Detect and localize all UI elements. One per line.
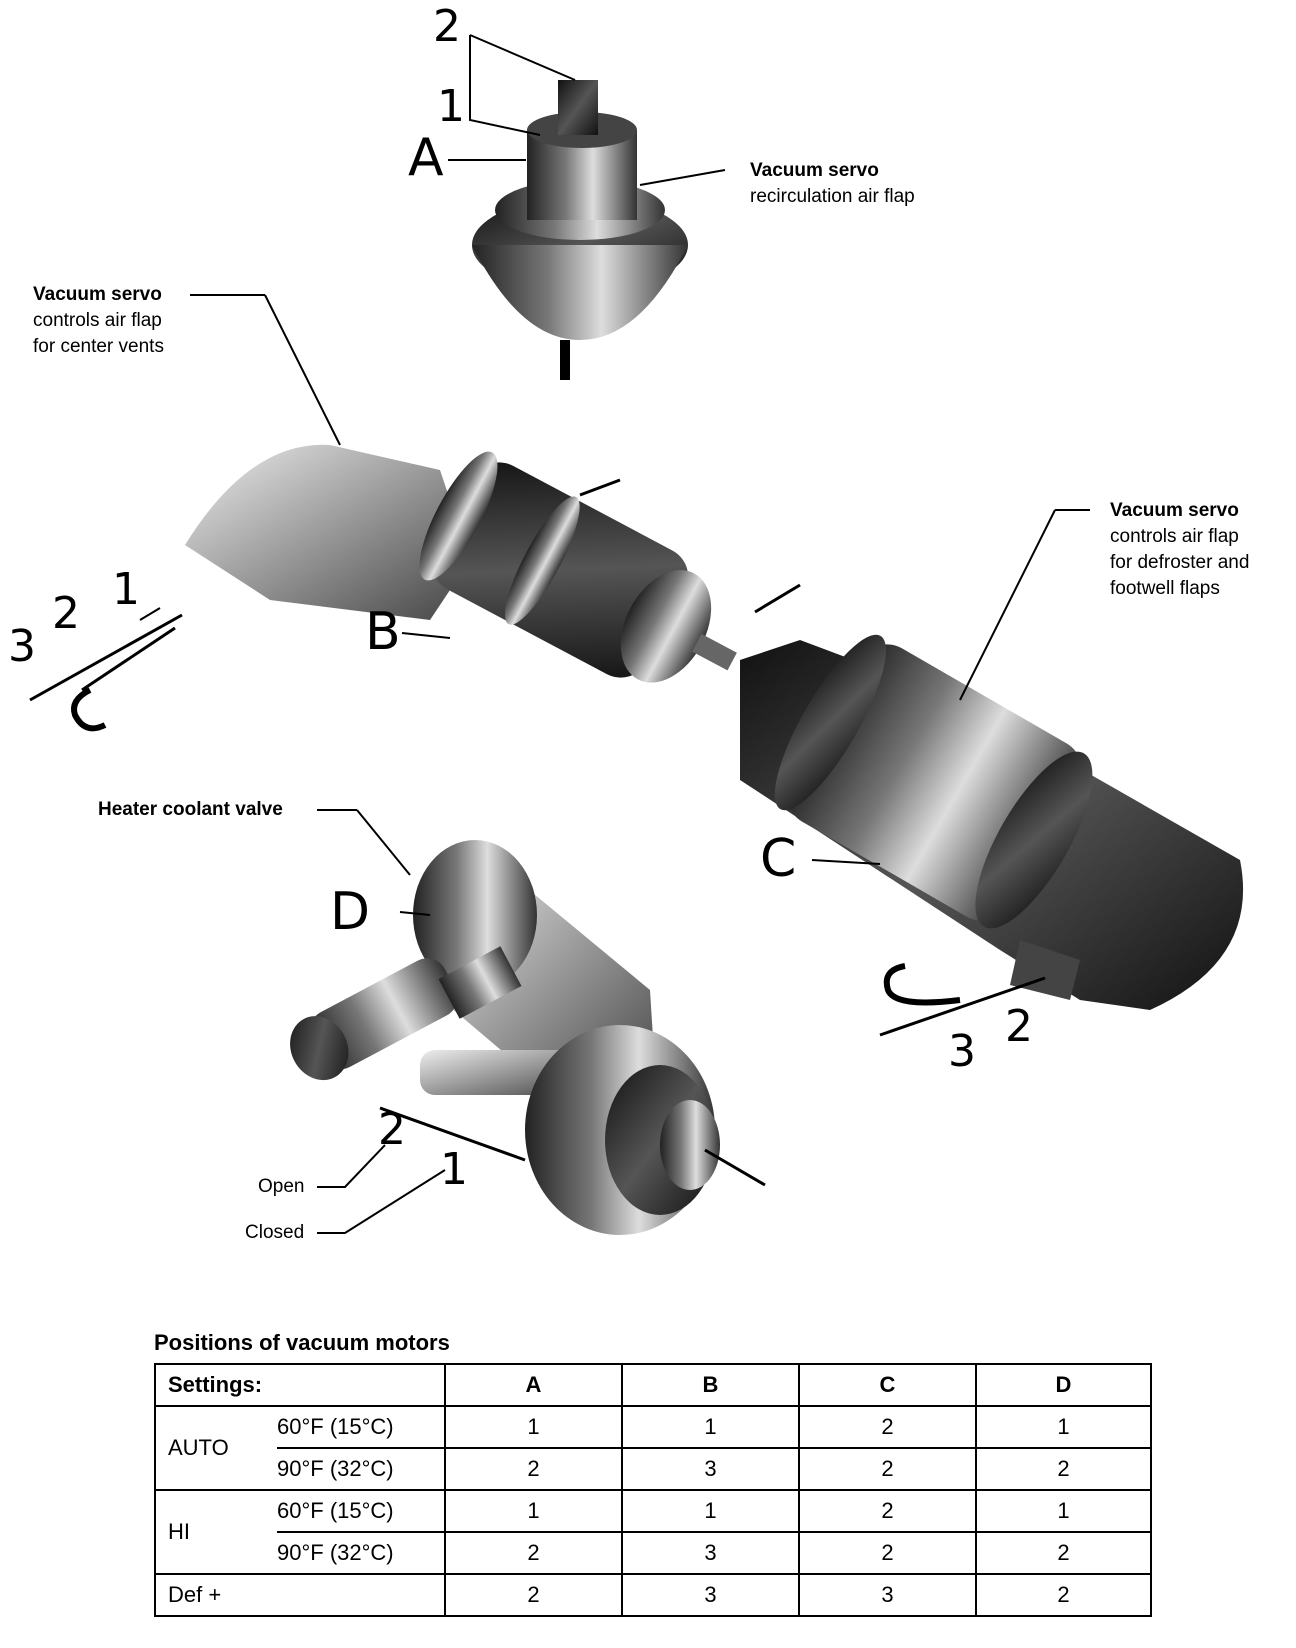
callout-c-2: 2 [1005, 1001, 1033, 1052]
callout-b-1: 1 [112, 564, 140, 615]
servo-b-label: Vacuum servo controls air flap for cente… [33, 282, 164, 360]
servo-c-desc1: controls air flap [1110, 526, 1239, 547]
header-settings: Settings: [154, 1363, 446, 1407]
vacuum-motor-positions-table: Settings: A B C D AUTO 60°F (15°C) 1 1 2… [154, 1363, 1152, 1617]
servo-a-title: Vacuum servo [750, 160, 879, 181]
cell-c: 2 [798, 1405, 977, 1449]
servo-c-desc3: footwell flaps [1110, 578, 1220, 599]
row-temp: 60°F (15°C) [277, 1489, 446, 1533]
row-group-def: Def + [154, 1573, 446, 1617]
header-d: D [975, 1363, 1152, 1407]
cell-d: 2 [975, 1531, 1152, 1575]
callout-d: D [330, 882, 371, 942]
callout-a: A [408, 128, 444, 188]
callout-c-3: 3 [948, 1026, 976, 1077]
callout-b: B [365, 602, 401, 662]
row-temp: 90°F (32°C) [277, 1447, 446, 1491]
servo-c-illustration [740, 509, 1244, 1037]
header-c: C [798, 1363, 977, 1407]
table-header-row: Settings: A B C D [154, 1363, 1152, 1407]
cell-c: 2 [798, 1447, 977, 1491]
cell-a: 2 [444, 1531, 623, 1575]
cell-d: 1 [975, 1405, 1152, 1449]
callout-d-2: 2 [378, 1104, 406, 1155]
cell-c: 2 [798, 1531, 977, 1575]
cell-a: 1 [444, 1405, 623, 1449]
callout-c: C [760, 829, 797, 889]
servo-a-desc: recirculation air flap [750, 186, 915, 207]
servo-c-title: Vacuum servo [1110, 500, 1239, 521]
cell-d: 2 [975, 1573, 1152, 1617]
table-row: 90°F (32°C) 2 3 2 2 [155, 1447, 1152, 1491]
cell-d: 2 [975, 1447, 1152, 1491]
cell-c: 2 [798, 1489, 977, 1533]
table-title: Positions of vacuum motors [154, 1330, 450, 1355]
servo-b-desc2: for center vents [33, 336, 164, 357]
closed-label: Closed [245, 1222, 305, 1243]
servo-c-desc2: for defroster and [1110, 552, 1250, 573]
servo-c-label: Vacuum servo controls air flap for defro… [1110, 498, 1249, 602]
row-temp: 90°F (32°C) [277, 1531, 446, 1575]
callout-a-2: 2 [433, 1, 461, 52]
callout-b-3: 3 [8, 621, 36, 672]
cell-b: 3 [621, 1447, 800, 1491]
callout-d-1: 1 [440, 1144, 468, 1195]
table-row: 90°F (32°C) 2 3 2 2 [155, 1531, 1152, 1575]
cell-a: 1 [444, 1489, 623, 1533]
vacuum-servo-diagram [29, 34, 1244, 1235]
servo-b-title: Vacuum servo [33, 284, 162, 305]
heater-valve-label: Heater coolant valve [98, 797, 283, 823]
header-a: A [444, 1363, 623, 1407]
callout-a-1: 1 [437, 81, 465, 132]
cell-c: 3 [798, 1573, 977, 1617]
heater-valve-title: Heater coolant valve [98, 799, 283, 820]
table-row: Def + 2 3 3 2 [154, 1573, 1152, 1617]
cell-b: 3 [621, 1573, 800, 1617]
servo-b-desc1: controls air flap [33, 310, 162, 331]
table-row: AUTO 60°F (15°C) 1 1 2 1 [154, 1405, 1152, 1491]
open-label: Open [258, 1176, 305, 1197]
row-group-auto: AUTO [154, 1405, 277, 1491]
row-group-hi: HI [154, 1489, 277, 1575]
heater-valve-illustration [290, 809, 766, 1235]
cell-b: 3 [621, 1531, 800, 1575]
cell-b: 1 [621, 1405, 800, 1449]
cell-a: 2 [444, 1573, 623, 1617]
servo-a-label: Vacuum servo recirculation air flap [750, 158, 915, 210]
cell-d: 1 [975, 1489, 1152, 1533]
cell-b: 1 [621, 1489, 800, 1533]
servo-b-illustration [29, 294, 801, 732]
table-row: HI 60°F (15°C) 1 1 2 1 [154, 1489, 1152, 1575]
servo-a-illustration [448, 34, 726, 380]
cell-a: 2 [444, 1447, 623, 1491]
callout-b-2: 2 [52, 588, 80, 639]
row-temp: 60°F (15°C) [277, 1405, 446, 1449]
header-b: B [621, 1363, 800, 1407]
